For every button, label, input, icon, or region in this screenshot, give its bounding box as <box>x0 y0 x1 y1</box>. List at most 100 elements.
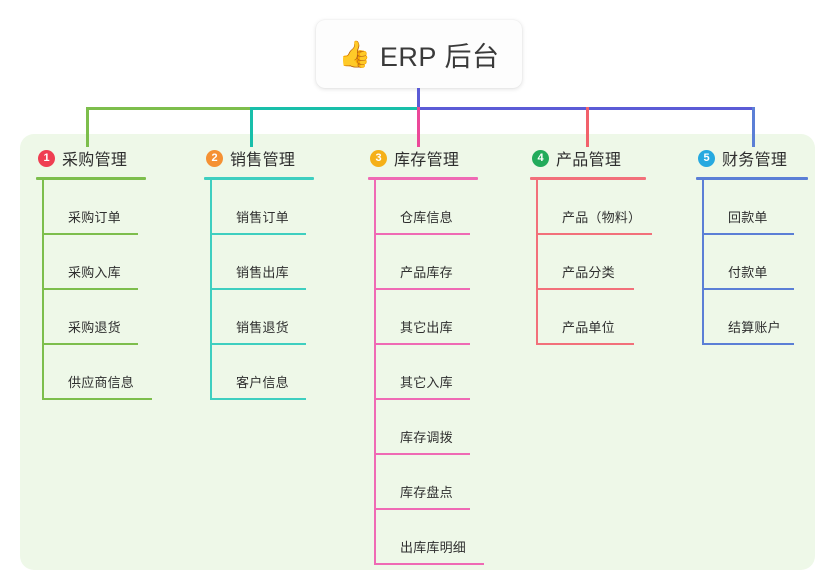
leaf-item-label: 其它出库 <box>400 320 453 335</box>
column-rule-3 <box>368 177 478 180</box>
leaf-item-rule <box>374 453 470 455</box>
leaf-item-rule <box>374 288 470 290</box>
leaf-item-rule <box>210 398 306 400</box>
leaf-item[interactable]: 其它出库 <box>374 290 478 345</box>
leaf-item-label: 库存盘点 <box>400 485 453 500</box>
drop-line-product <box>586 107 589 147</box>
column-1: 1 采购管理采购订单采购入库采购退货供应商信息 <box>36 146 152 400</box>
leaf-item[interactable]: 库存盘点 <box>374 455 478 510</box>
leaf-item[interactable]: 采购订单 <box>42 180 146 235</box>
leaf-item-rule <box>536 343 634 345</box>
leaf-item-label: 产品分类 <box>562 265 615 280</box>
root-node-title: ERP 后台 <box>379 41 500 72</box>
column-items-4: 产品（物料） 产品分类产品单位 <box>536 180 652 345</box>
leaf-item-rule <box>42 343 138 345</box>
column-items-5: 回款单付款单结算账户 <box>702 180 808 345</box>
drop-line-inventory <box>417 107 420 147</box>
leaf-item[interactable]: 产品单位 <box>536 290 646 345</box>
leaf-item-label: 客户信息 <box>236 375 289 390</box>
column-5: 5 财务管理回款单付款单结算账户 <box>696 146 808 345</box>
leaf-item[interactable]: 客户信息 <box>210 345 314 400</box>
leaf-item-rule <box>536 233 652 235</box>
trunk-line-vertical <box>417 88 420 110</box>
leaf-item[interactable]: 供应商信息 <box>42 345 152 400</box>
column-rule-4 <box>530 177 646 180</box>
leaf-item-label: 销售退货 <box>236 320 289 335</box>
bus-segment-green <box>86 107 252 110</box>
leaf-item-label: 出库库明细 <box>400 540 467 555</box>
leaf-item[interactable]: 回款单 <box>702 180 808 235</box>
column-badge-1: 1 <box>38 149 55 167</box>
root-node-erp-backend[interactable]: 👍 ERP 后台 <box>316 20 522 88</box>
column-rule-5 <box>696 177 808 180</box>
leaf-item-rule <box>210 233 306 235</box>
column-title-3: 库存管理 <box>394 152 460 169</box>
column-badge-5: 5 <box>698 149 715 167</box>
column-items-3: 仓库信息产品库存其它出库其它入库库存调拨库存盘点出库库明细 <box>374 180 484 565</box>
leaf-item-rule <box>374 508 470 510</box>
leaf-item[interactable]: 销售订单 <box>210 180 314 235</box>
leaf-item-rule <box>536 288 634 290</box>
column-2: 2 销售管理销售订单销售出库销售退货客户信息 <box>204 146 314 400</box>
leaf-item-rule <box>702 288 794 290</box>
column-badge-3: 3 <box>370 149 387 167</box>
leaf-item[interactable]: 采购退货 <box>42 290 146 345</box>
leaf-item-label: 付款单 <box>728 265 768 280</box>
leaf-item-label: 采购订单 <box>68 210 121 225</box>
column-spine-4 <box>536 180 538 345</box>
column-3: 3 库存管理仓库信息产品库存其它出库其它入库库存调拨库存盘点出库库明细 <box>368 146 484 565</box>
leaf-item-rule <box>42 233 138 235</box>
leaf-item-rule <box>42 288 138 290</box>
thumbs-up-icon: 👍 <box>338 39 371 69</box>
leaf-item[interactable]: 产品库存 <box>374 235 478 290</box>
leaf-item[interactable]: 出库库明细 <box>374 510 484 565</box>
leaf-item-label: 供应商信息 <box>68 375 135 390</box>
column-title-2: 销售管理 <box>230 152 296 169</box>
column-header-4[interactable]: 4 产品管理 <box>530 146 646 170</box>
column-rule-2 <box>204 177 314 180</box>
leaf-item-label: 其它入库 <box>400 375 453 390</box>
leaf-item-rule <box>374 398 470 400</box>
leaf-item-label: 采购入库 <box>68 265 121 280</box>
leaf-item[interactable]: 结算账户 <box>702 290 808 345</box>
column-items-2: 销售订单销售出库销售退货客户信息 <box>210 180 314 400</box>
leaf-item[interactable]: 其它入库 <box>374 345 478 400</box>
column-header-5[interactable]: 5 财务管理 <box>696 146 808 170</box>
leaf-item-label: 产品库存 <box>400 265 453 280</box>
diagram-background-panel <box>20 134 815 570</box>
leaf-item-rule <box>42 398 152 400</box>
leaf-item[interactable]: 库存调拨 <box>374 400 478 455</box>
leaf-item[interactable]: 产品（物料） <box>536 180 652 235</box>
column-header-2[interactable]: 2 销售管理 <box>204 146 314 170</box>
drop-line-finance <box>752 107 755 147</box>
leaf-item[interactable]: 采购入库 <box>42 235 146 290</box>
leaf-item-rule <box>702 343 794 345</box>
leaf-item-label: 销售订单 <box>236 210 289 225</box>
column-title-1: 采购管理 <box>62 152 128 169</box>
leaf-item[interactable]: 仓库信息 <box>374 180 478 235</box>
column-header-3[interactable]: 3 库存管理 <box>368 146 478 170</box>
column-spine-3 <box>374 180 376 565</box>
leaf-item[interactable]: 产品分类 <box>536 235 646 290</box>
leaf-item-rule <box>702 233 794 235</box>
leaf-item-label: 库存调拨 <box>400 430 453 445</box>
column-badge-4: 4 <box>532 149 549 167</box>
leaf-item-rule <box>210 288 306 290</box>
leaf-item[interactable]: 销售出库 <box>210 235 314 290</box>
column-spine-1 <box>42 180 44 400</box>
column-badge-2: 2 <box>206 149 223 167</box>
bus-segment-teal <box>250 107 419 110</box>
leaf-item-rule <box>374 563 484 565</box>
leaf-item[interactable]: 销售退货 <box>210 290 314 345</box>
column-4: 4 产品管理产品（物料） 产品分类产品单位 <box>530 146 652 345</box>
leaf-item-label: 回款单 <box>728 210 768 225</box>
column-items-1: 采购订单采购入库采购退货供应商信息 <box>42 180 152 400</box>
leaf-item-label: 结算账户 <box>728 320 781 335</box>
column-title-4: 产品管理 <box>556 152 622 169</box>
leaf-item[interactable]: 付款单 <box>702 235 808 290</box>
column-header-1[interactable]: 1 采购管理 <box>36 146 146 170</box>
leaf-item-rule <box>374 233 470 235</box>
column-title-5: 财务管理 <box>722 152 788 169</box>
leaf-item-label: 产品（物料） <box>562 210 642 225</box>
